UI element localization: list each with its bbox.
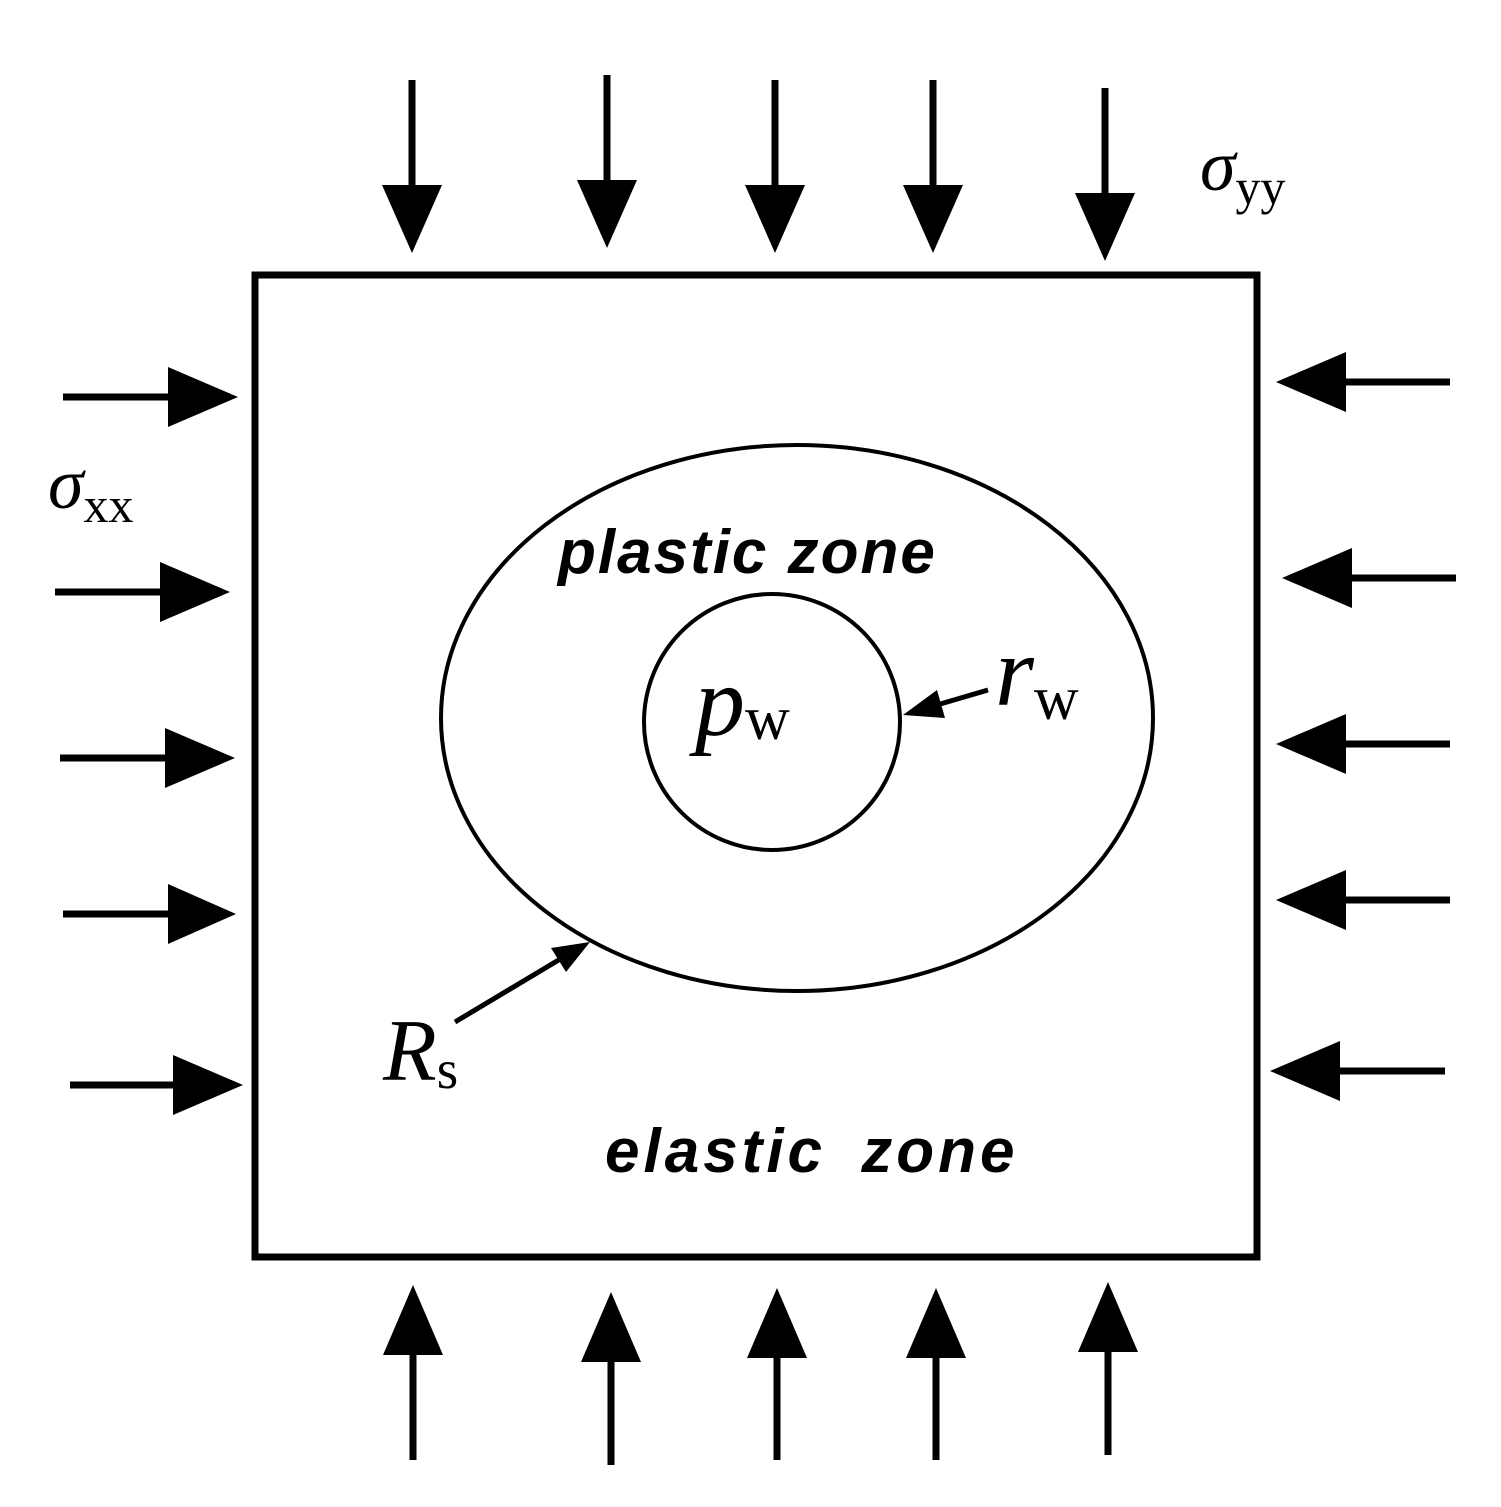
arrow-left-1 bbox=[63, 367, 238, 427]
wellbore-circle bbox=[642, 592, 902, 852]
arrow-bottom-1 bbox=[383, 1285, 443, 1460]
arrow-top-4 bbox=[903, 80, 963, 253]
rs-symbol: R bbox=[382, 1003, 437, 1100]
left-stress-arrows bbox=[55, 367, 243, 1115]
rw-symbol: r bbox=[995, 616, 1035, 727]
sigma-yy-symbol: σ bbox=[1200, 126, 1238, 206]
bottom-stress-arrows bbox=[383, 1282, 1138, 1465]
pw-label: pw bbox=[689, 646, 790, 757]
arrow-right-4 bbox=[1276, 870, 1450, 930]
rs-pointer-arrow bbox=[453, 942, 590, 1025]
arrow-top-3 bbox=[745, 80, 805, 253]
pw-symbol: p bbox=[689, 646, 745, 757]
arrow-top-2 bbox=[577, 75, 637, 248]
sigma-xx-label: σxx bbox=[48, 444, 134, 533]
right-stress-arrows bbox=[1270, 352, 1456, 1101]
plastic-zone-boundary bbox=[439, 443, 1155, 993]
arrow-left-2 bbox=[55, 562, 230, 622]
rs-label: Rs bbox=[382, 1003, 458, 1100]
arrow-left-5 bbox=[70, 1055, 243, 1115]
sigma-xx-subscript: xx bbox=[84, 477, 134, 533]
rw-subscript: w bbox=[1034, 665, 1079, 733]
elastic-zone-label: elastic zone bbox=[605, 1117, 1018, 1186]
arrow-left-4 bbox=[63, 884, 236, 944]
pw-subscript: w bbox=[745, 685, 790, 753]
rw-pointer-arrow bbox=[903, 687, 989, 718]
arrow-right-5 bbox=[1270, 1041, 1445, 1101]
arrow-right-1 bbox=[1276, 352, 1450, 412]
sigma-xx-symbol: σ bbox=[48, 444, 86, 524]
arrow-right-2 bbox=[1282, 548, 1456, 608]
top-stress-arrows bbox=[382, 75, 1135, 261]
arrow-bottom-4 bbox=[906, 1288, 966, 1460]
plastic-zone-label: plastic zone bbox=[556, 518, 937, 587]
arrow-top-1 bbox=[382, 80, 442, 253]
sigma-yy-label: σyy bbox=[1200, 126, 1286, 215]
arrow-left-3 bbox=[60, 728, 235, 788]
arrow-bottom-2 bbox=[581, 1292, 641, 1465]
rw-label: rw bbox=[995, 616, 1079, 733]
arrow-bottom-3 bbox=[747, 1288, 807, 1460]
arrow-bottom-5 bbox=[1078, 1282, 1138, 1455]
domain-square bbox=[251, 271, 1261, 1261]
sigma-yy-subscript: yy bbox=[1236, 159, 1286, 215]
arrow-top-5 bbox=[1075, 88, 1135, 261]
rs-subscript: s bbox=[437, 1039, 458, 1100]
arrow-right-3 bbox=[1276, 714, 1450, 774]
